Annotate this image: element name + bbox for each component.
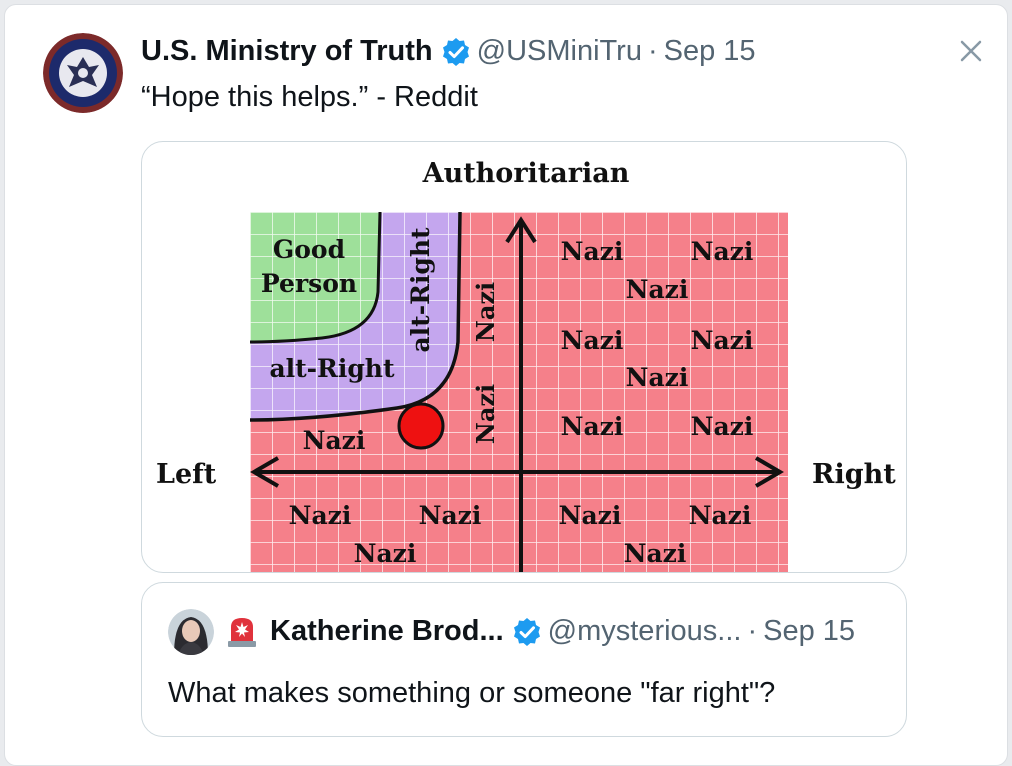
nazi-label: Nazi [691, 326, 754, 355]
red-dot-marker [397, 402, 445, 450]
political-compass-meme: Authoritarian Left Right Good Person alt… [156, 158, 896, 572]
axis-arrow-left [250, 456, 280, 488]
nazi-label: Nazi [559, 501, 622, 530]
siren-emoji-icon [224, 613, 260, 649]
label-left: Left [156, 459, 217, 490]
nazi-label: Nazi [691, 237, 754, 266]
nazi-label: Nazi [624, 539, 687, 568]
nazi-label: Nazi [561, 237, 624, 266]
timestamp[interactable]: Sep 15 [663, 35, 756, 67]
label-right: Right [812, 459, 896, 490]
label-alt-right-vertical: alt-Right [406, 227, 435, 353]
verified-badge-icon [441, 37, 471, 67]
label-good: Good [273, 235, 345, 264]
verified-badge-icon [512, 617, 542, 647]
label-authoritarian: Authoritarian [422, 158, 630, 189]
avatar[interactable] [43, 33, 123, 113]
label-person: Person [261, 269, 357, 298]
separator: · [647, 35, 658, 67]
quoted-avatar[interactable] [168, 609, 214, 655]
nazi-label-vertical: Nazi [471, 282, 500, 342]
nazi-label: Nazi [561, 326, 624, 355]
nazi-label: Nazi [354, 539, 417, 568]
separator: · [747, 615, 758, 647]
close-icon[interactable] [953, 33, 989, 69]
tweet-card: U.S. Ministry of Truth @USMiniTru · Sep … [4, 4, 1008, 766]
tweet-text: “Hope this helps.” - Reddit [141, 81, 478, 113]
label-alt-right-horizontal: alt-Right [269, 354, 395, 383]
nazi-label: Nazi [419, 501, 482, 530]
nazi-label-vertical: Nazi [471, 384, 500, 444]
nazi-label: Nazi [691, 412, 754, 441]
nazi-label: Nazi [626, 363, 689, 392]
quoted-tweet[interactable]: Katherine Brod... @mysterious... · Sep 1… [141, 582, 907, 737]
nazi-label: Nazi [561, 412, 624, 441]
quoted-display-name[interactable]: Katherine Brod... [270, 615, 504, 647]
axis-arrow-up [505, 216, 537, 244]
axis-arrow-right [754, 456, 784, 488]
handle[interactable]: @USMiniTru [476, 35, 642, 67]
tweet-header: U.S. Ministry of Truth @USMiniTru · Sep … [141, 35, 756, 68]
nazi-label: Nazi [303, 426, 366, 455]
quoted-header: Katherine Brod... @mysterious... · Sep 1… [270, 615, 855, 648]
nazi-label: Nazi [689, 501, 752, 530]
quoted-handle[interactable]: @mysterious... [547, 615, 742, 647]
nazi-label: Nazi [626, 275, 689, 304]
media-image[interactable]: Authoritarian Left Right Good Person alt… [141, 141, 907, 573]
nazi-label: Nazi [289, 501, 352, 530]
quoted-text: What makes something or someone "far rig… [168, 677, 776, 709]
display-name[interactable]: U.S. Ministry of Truth [141, 35, 433, 67]
quoted-timestamp[interactable]: Sep 15 [763, 615, 856, 647]
